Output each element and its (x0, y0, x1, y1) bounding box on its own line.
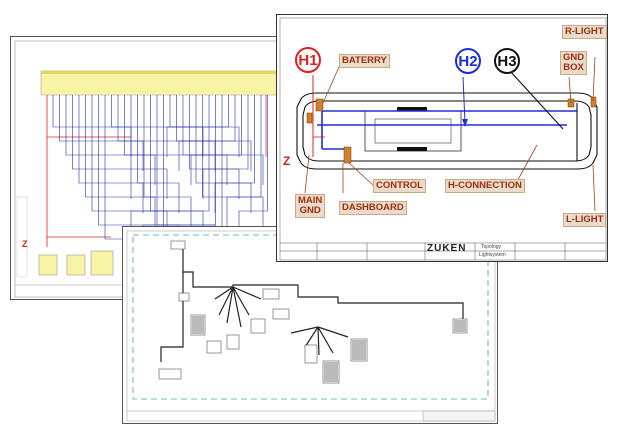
schematic-wire (190, 95, 242, 185)
svg-text:Z: Z (22, 239, 28, 249)
schematic-wire (91, 95, 204, 241)
schematic-wire (169, 95, 204, 157)
h1-marker: H1 (295, 47, 321, 73)
zuken-logo: ZUKEN (427, 243, 467, 254)
schematic-wire (72, 95, 168, 199)
schematic-wire (214, 95, 255, 213)
bus-outline (296, 92, 598, 170)
schematic-wire (178, 95, 236, 171)
title-line-2: Lightsystem (479, 252, 506, 258)
schematic-wire (195, 95, 252, 213)
main-gnd-label: MAIN GND (295, 194, 326, 218)
schematic-wire (202, 95, 249, 199)
h3-marker: H3 (494, 48, 520, 74)
schematic-wire (124, 95, 264, 185)
blue-bus (317, 110, 577, 150)
h-connection-label: H-CONNECTION (445, 179, 525, 193)
dashboard-label: DASHBOARD (339, 201, 407, 215)
gnd-box-label: GND BOX (560, 51, 588, 75)
schematic-wire (111, 95, 240, 157)
harness-drawing (126, 230, 496, 422)
schematic-wire (150, 95, 168, 241)
battery-label: BATERRY (339, 54, 390, 68)
schematic-wire (226, 95, 262, 227)
topology-drawing: Z (279, 17, 607, 261)
schematic-wire (202, 95, 264, 227)
schematic-wire (117, 95, 252, 171)
schematic-wire (137, 95, 144, 213)
schematic-wire (65, 95, 156, 185)
r-light-label: R-LIGHT (562, 25, 607, 39)
schematic-wire (143, 95, 156, 227)
schematic-wire (59, 95, 144, 171)
title-line-1: Topology (481, 244, 502, 250)
topology-sheet: Z H1 H2 H3 BATERRY GND BOX R-LIGHT CONTR… (276, 14, 608, 262)
control-label: CONTROL (373, 179, 426, 193)
schematic-wire (85, 95, 192, 227)
l-light-label: L-LIGHT (563, 213, 607, 227)
svg-text:Z: Z (283, 154, 290, 168)
schematic-wire (189, 95, 240, 199)
h2-marker: H2 (455, 48, 481, 74)
schematic-wire (78, 95, 180, 213)
schematic-wire (166, 95, 229, 157)
